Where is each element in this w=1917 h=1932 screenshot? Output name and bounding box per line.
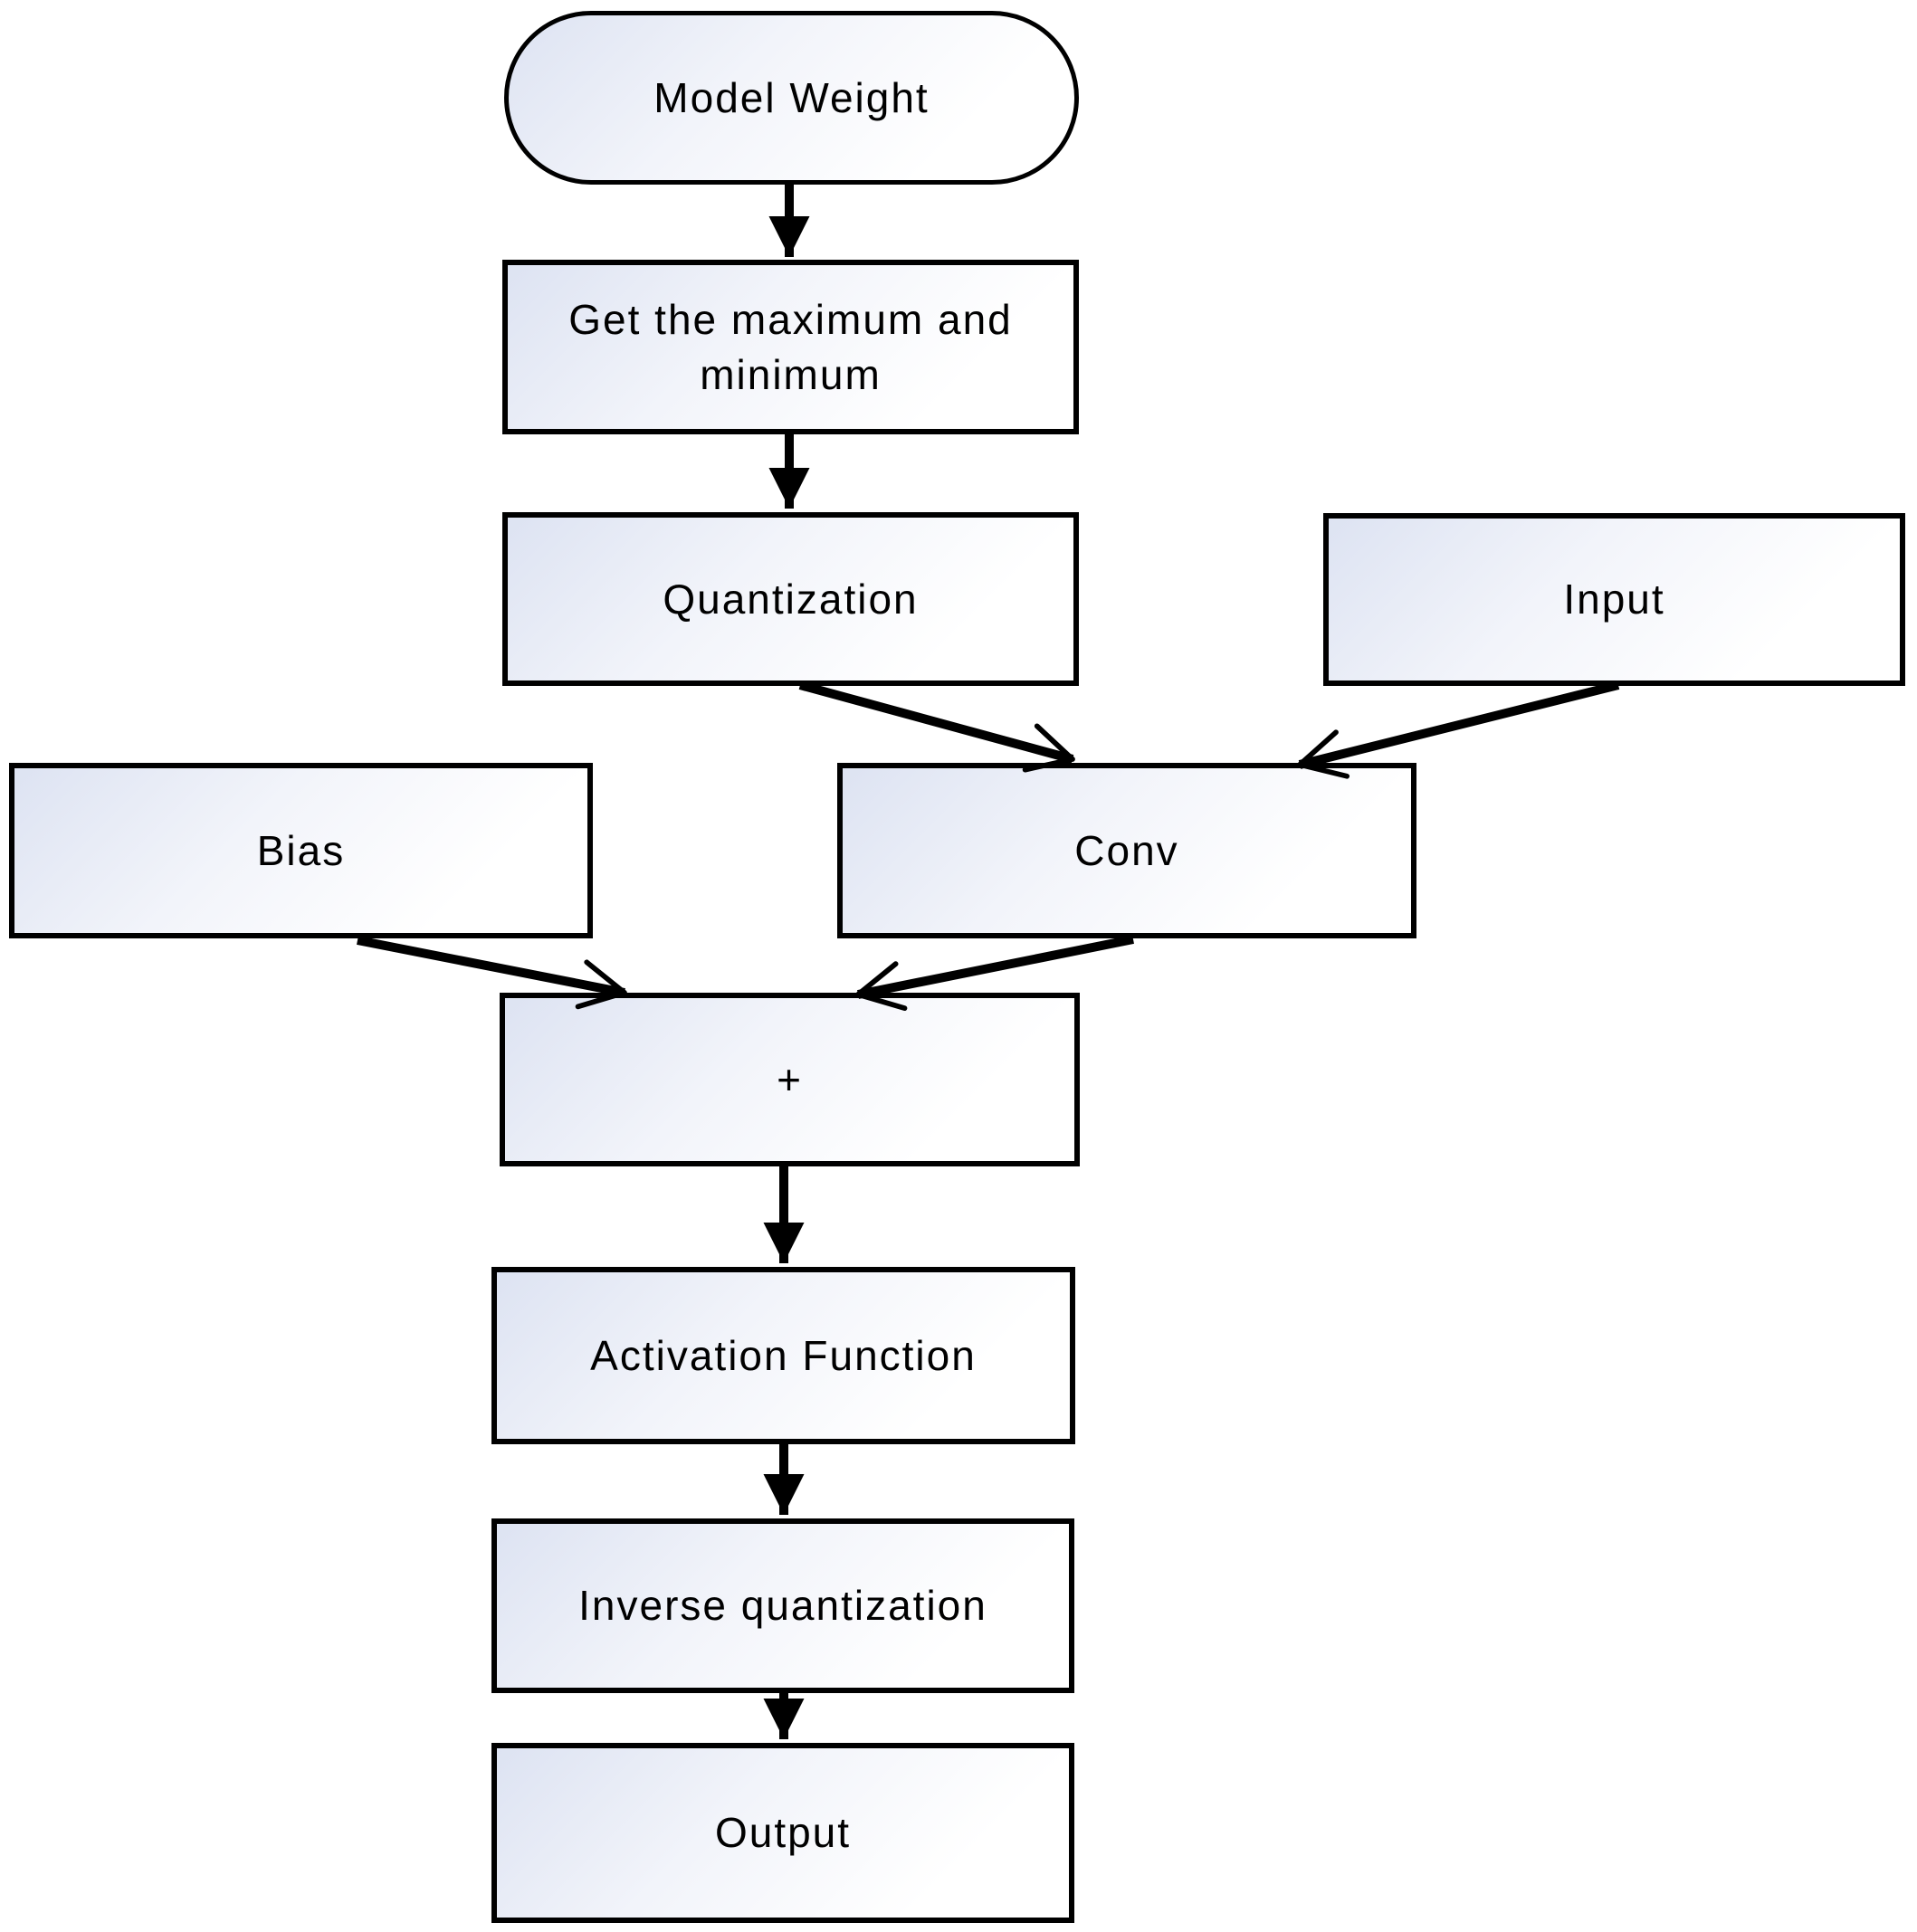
- node-conv-label: Conv: [1074, 826, 1179, 874]
- node-conv: Conv: [837, 763, 1416, 938]
- node-activation-function: Activation Function: [491, 1267, 1075, 1444]
- node-get-max-min-label: Get the maximum and minimum: [568, 295, 1013, 398]
- node-sum-label: +: [777, 1055, 803, 1103]
- edge-conv-to-sum: [855, 935, 1134, 1012]
- node-model-weight: Model Weight: [504, 11, 1079, 185]
- node-bias: Bias: [9, 763, 593, 938]
- node-inverse-quantization: Inverse quantization: [491, 1518, 1074, 1693]
- node-quantization-label: Quantization: [663, 575, 919, 623]
- node-inverse-quantization-label: Inverse quantization: [578, 1582, 987, 1630]
- node-bias-label: Bias: [256, 826, 346, 874]
- node-quantization: Quantization: [502, 512, 1079, 686]
- edge-input-to-conv: [1297, 680, 1620, 779]
- edge-bias-to-sum: [357, 936, 627, 1010]
- node-sum: +: [500, 993, 1080, 1166]
- node-model-weight-label: Model Weight: [653, 73, 930, 121]
- node-input-label: Input: [1563, 576, 1665, 623]
- node-input: Input: [1323, 513, 1905, 686]
- edge-quantization-to-conv: [798, 680, 1075, 773]
- node-get-max-min: Get the maximum and minimum: [502, 260, 1079, 434]
- node-activation-function-label: Activation Function: [590, 1331, 977, 1379]
- node-output-label: Output: [714, 1809, 852, 1857]
- node-output: Output: [491, 1743, 1074, 1923]
